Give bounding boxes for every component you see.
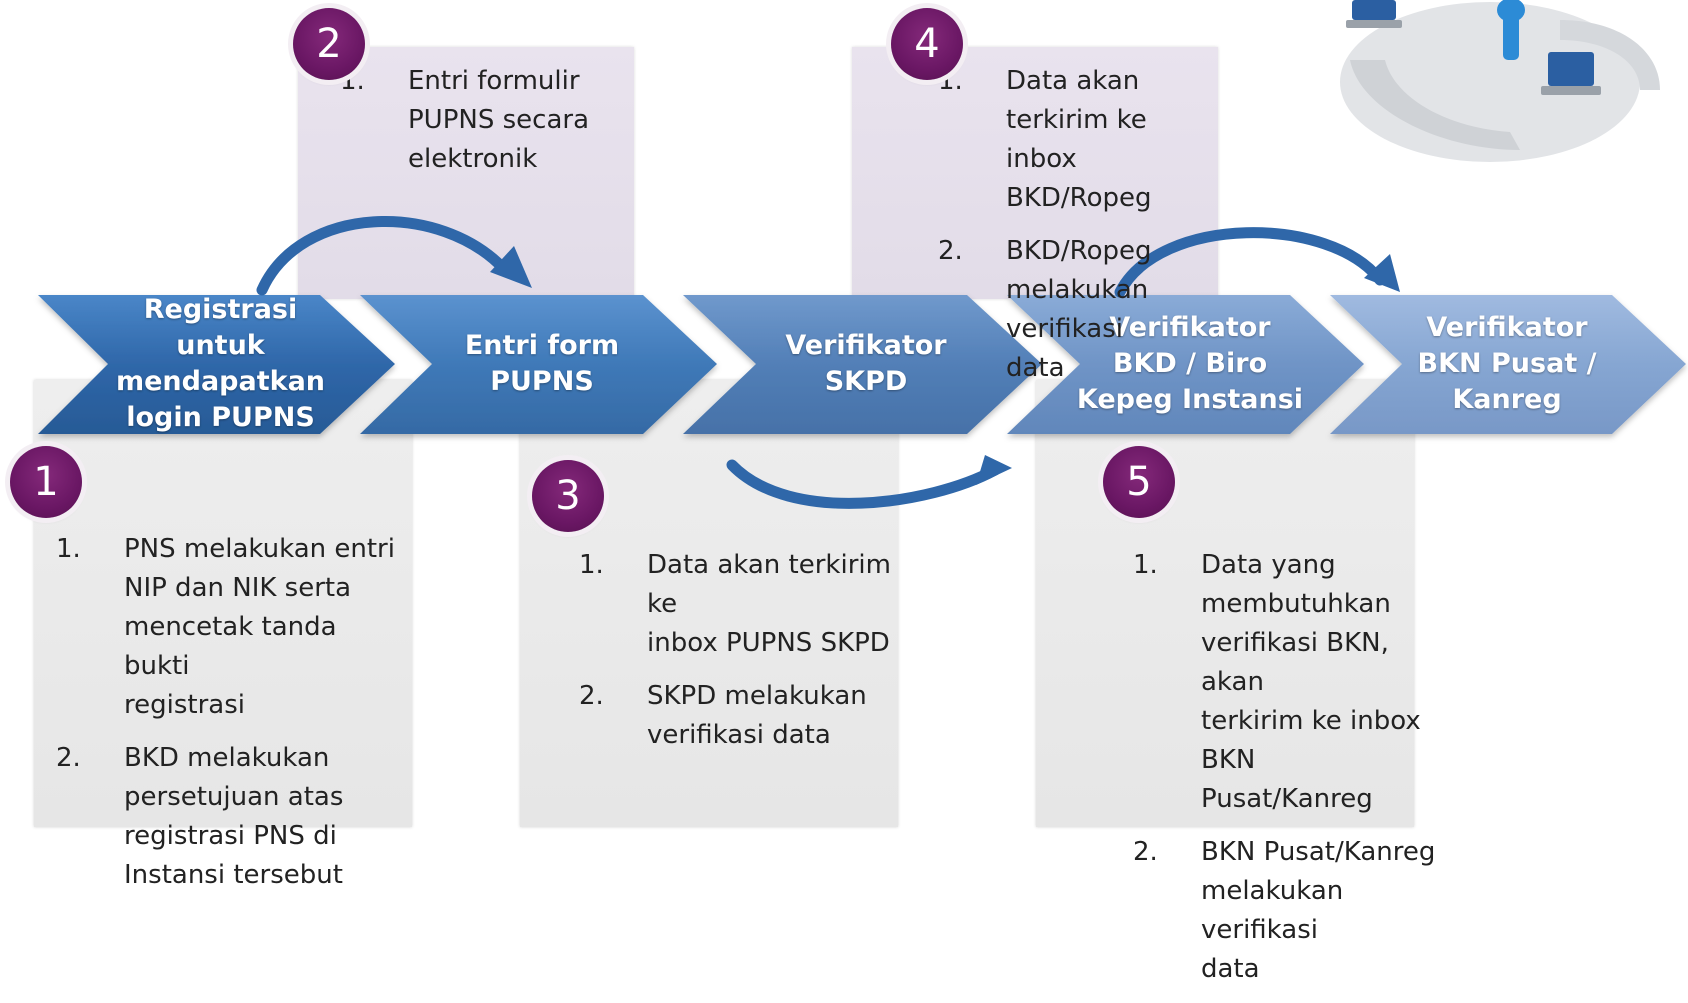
step-2-title-line: Entri form xyxy=(464,330,620,361)
step-5-info-box xyxy=(1036,380,1414,827)
item-line: registrasi xyxy=(124,690,245,720)
item-line: melakukan verifikasi xyxy=(1006,275,1149,344)
list-item: 2. BKD/Ropeg melakukan verifikasi data xyxy=(938,232,1228,388)
step-1-list: 1. PNS melakukan entri NIP dan NIK serta… xyxy=(56,530,406,909)
step-5-badge: 5 xyxy=(1103,446,1175,518)
step-3-title-line: SKPD xyxy=(824,366,908,397)
item-line: melakukan verifikasi xyxy=(1201,876,1344,945)
step-4-title-line: BKD / Biro xyxy=(1112,348,1268,379)
item-line: data xyxy=(1006,353,1065,383)
item-number: 2. xyxy=(579,681,604,711)
list-item: 1. PNS melakukan entri NIP dan NIK serta… xyxy=(56,530,406,725)
item-number: 1. xyxy=(579,550,604,580)
step-4-badge: 4 xyxy=(891,8,963,80)
step-1-badge: 1 xyxy=(10,446,82,518)
step-5-title: Verifikator BKN Pusat / Kanreg xyxy=(1397,310,1617,418)
item-line: Instansi tersebut xyxy=(124,860,343,890)
arrow-head-4-to-5 xyxy=(1364,254,1400,292)
item-line: Pusat/Kanreg xyxy=(1201,784,1373,814)
item-line: BKN Pusat/Kanreg xyxy=(1201,837,1436,867)
item-line: Data akan terkirim ke xyxy=(1006,66,1147,135)
step-2-badge: 2 xyxy=(293,8,365,80)
step-2-title-line: PUPNS xyxy=(490,366,594,397)
item-line: elektronik xyxy=(408,144,538,174)
item-number: 2. xyxy=(938,236,963,266)
item-line: PNS melakukan entri xyxy=(124,534,395,564)
chevron-step-3 xyxy=(683,295,1042,434)
item-number: 1. xyxy=(1133,550,1158,580)
item-line: NIP dan NIK serta xyxy=(124,573,352,603)
step-5-title-line: Kanreg xyxy=(1452,384,1562,415)
chevron-step-1 xyxy=(38,295,395,434)
step-1-title: Registrasi untuk mendapatkan login PUPNS xyxy=(108,292,333,436)
item-line: persetujuan atas xyxy=(124,782,344,812)
process-flow xyxy=(38,0,1686,509)
item-line: SKPD melakukan xyxy=(647,681,867,711)
item-line: data xyxy=(1201,954,1260,984)
step-5-title-line: Verifikator xyxy=(1426,312,1588,343)
step-3-title: Verifikator SKPD xyxy=(756,328,976,400)
item-line: verifikasi BKN, akan xyxy=(1201,628,1389,697)
list-item: 2. BKN Pusat/Kanreg melakukan verifikasi… xyxy=(1133,833,1453,989)
item-line: terkirim ke inbox BKN xyxy=(1201,706,1421,775)
item-line: registrasi PNS di xyxy=(124,821,337,851)
item-line: BKD melakukan xyxy=(124,743,330,773)
network-computers-icon xyxy=(1340,0,1660,162)
item-line: mencetak tanda bukti xyxy=(124,612,337,681)
step-1-title-line: untuk xyxy=(176,330,265,361)
item-line: membutuhkan xyxy=(1201,589,1391,619)
curved-arrow-3-to-4 xyxy=(726,459,1001,509)
step-2-list: 1. Entri formulir PUPNS secara elektroni… xyxy=(340,62,630,193)
item-number: 2. xyxy=(56,743,81,773)
item-line: verifikasi data xyxy=(647,720,831,750)
curved-arrow-1-to-2 xyxy=(256,216,511,296)
step-5-list: 1. Data yang membutuhkan verifikasi BKN,… xyxy=(1133,546,1453,1003)
step-1-info-box xyxy=(34,380,412,827)
step-4-title: Verifikator BKD / Biro Kepeg Instansi xyxy=(1075,310,1305,418)
item-line: BKD/Ropeg xyxy=(1006,236,1152,266)
item-line: inbox BKD/Ropeg xyxy=(1006,144,1152,213)
step-3-info-box xyxy=(520,380,898,827)
step-1-title-line: mendapatkan xyxy=(115,366,326,397)
item-number: 1. xyxy=(56,534,81,564)
chevron-step-5 xyxy=(1330,295,1686,434)
item-line: inbox PUPNS SKPD xyxy=(647,628,890,658)
list-item: 1. Data akan terkirim ke inbox BKD/Ropeg xyxy=(938,62,1228,218)
step-1-title-line: Registrasi xyxy=(143,294,298,325)
item-number: 2. xyxy=(1133,837,1158,867)
step-2-title: Entri form PUPNS xyxy=(432,328,652,400)
arrow-head-3-to-4 xyxy=(976,455,1012,485)
list-item: 2. BKD melakukan persetujuan atas regist… xyxy=(56,739,406,895)
step-3-list: 1. Data akan terkirim ke inbox PUPNS SKP… xyxy=(579,546,899,769)
list-item: 1. Entri formulir PUPNS secara elektroni… xyxy=(340,62,630,179)
item-line: Data yang xyxy=(1201,550,1336,580)
list-item: 1. Data akan terkirim ke inbox PUPNS SKP… xyxy=(579,546,899,663)
step-5-title-line: BKN Pusat / xyxy=(1417,348,1597,379)
item-line: PUPNS secara xyxy=(408,105,589,135)
list-item: 1. Data yang membutuhkan verifikasi BKN,… xyxy=(1133,546,1453,819)
step-4-title-line: Verifikator xyxy=(1109,312,1271,343)
step-3-title-line: Verifikator xyxy=(785,330,947,361)
step-2-info-box xyxy=(298,47,634,299)
chevron-step-2 xyxy=(360,295,717,434)
chevron-step-4 xyxy=(1007,295,1364,434)
step-1-title-line: login PUPNS xyxy=(126,402,315,433)
arrow-head-1-to-2 xyxy=(490,246,532,288)
step-4-list: 1. Data akan terkirim ke inbox BKD/Ropeg… xyxy=(938,62,1228,402)
list-item: 2. SKPD melakukan verifikasi data xyxy=(579,677,899,755)
item-line: Data akan terkirim ke xyxy=(647,550,891,619)
curved-arrow-4-to-5 xyxy=(1114,227,1386,298)
item-line: Entri formulir xyxy=(408,66,580,96)
step-4-title-line: Kepeg Instansi xyxy=(1076,384,1304,415)
step-3-badge: 3 xyxy=(532,460,604,532)
